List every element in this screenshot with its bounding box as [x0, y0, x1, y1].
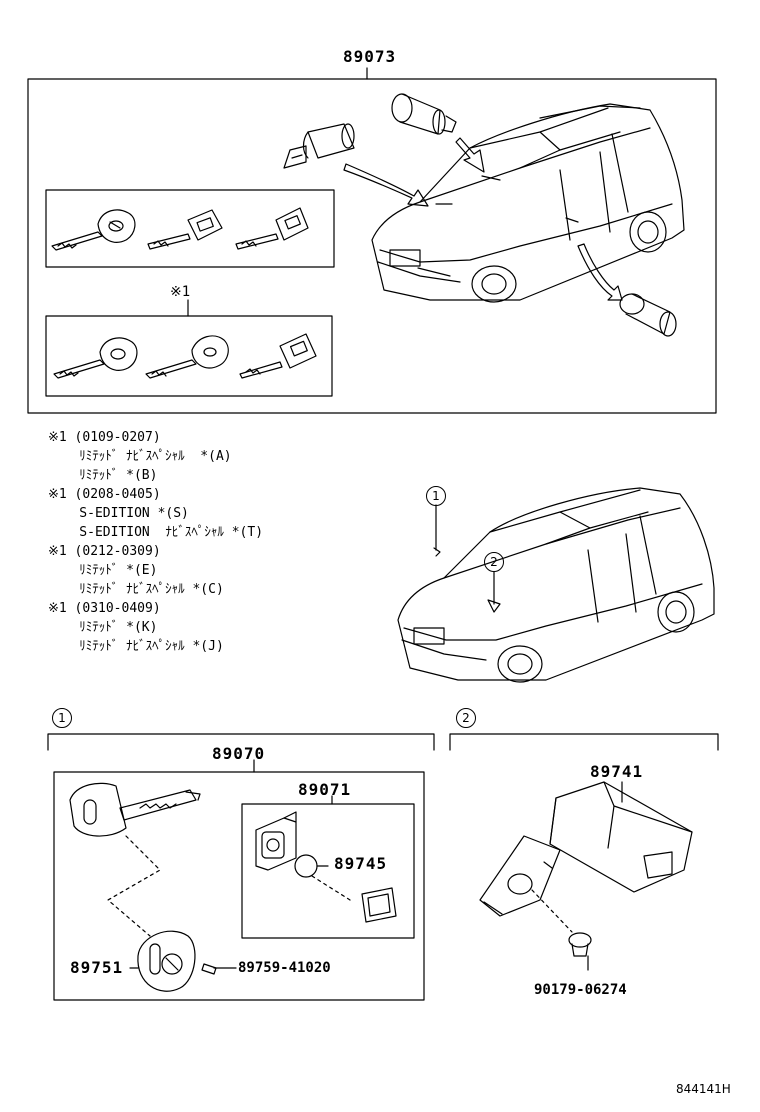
bracket-icon [479, 835, 561, 917]
callout-2[interactable]: 2 [484, 552, 504, 572]
key-head-part-number[interactable]: 89751 [70, 958, 124, 977]
ignition-cylinder-icon [283, 123, 355, 169]
door-lock-cylinder-icon [391, 93, 457, 135]
transponder-housing-icon [255, 811, 297, 871]
section2-bracket [449, 733, 719, 751]
vehicle-top-view [371, 103, 685, 303]
note-line: ※1 (0109-0207) [48, 430, 161, 445]
diagram-code: 844141H [676, 1082, 731, 1096]
note-line: ﾘﾐﾃｯﾄﾞ ﾅﾋﾞｽﾍﾟｼｬﾙ *(A) [48, 449, 232, 464]
clip-part-number[interactable]: 90179-06274 [534, 982, 627, 998]
remote-key-icon [51, 209, 136, 251]
note-line: ﾘﾐﾃｯﾄﾞ *(B) [48, 468, 158, 483]
valet-key-icon [235, 207, 309, 250]
section1-marker: 1 [52, 708, 72, 728]
note-line: ﾘﾐﾃｯﾄﾞ *(K) [48, 620, 158, 635]
transponder-cover-icon [361, 887, 397, 923]
valet-key-icon-alt [239, 333, 317, 379]
note-line: ﾘﾐﾃｯﾄﾞ ﾅﾋﾞｽﾍﾟｼｬﾙ *(C) [48, 582, 224, 597]
note-line: ﾘﾐﾃｯﾄﾞ *(E) [48, 563, 158, 578]
section1-bracket [47, 733, 435, 1001]
key-head-icon [129, 930, 196, 992]
key-blade-icon [69, 782, 201, 837]
transponder-part-number[interactable]: 89745 [334, 854, 388, 873]
remote-key-icon-alt [53, 337, 138, 379]
note-line: S-EDITION ﾅﾋﾞｽﾍﾟｼｬﾙ *(T) [48, 525, 264, 540]
section1-assembly-number[interactable]: 89070 [212, 744, 266, 763]
section1-sub-assembly-number[interactable]: 89071 [298, 780, 352, 799]
remote-key-icon-alt2 [145, 335, 229, 379]
screw-part-number[interactable]: 89759-41020 [238, 960, 331, 976]
note-line: ※1 (0212-0309) [48, 544, 161, 559]
master-key-icon [147, 209, 223, 250]
top-assembly-part-number: 89073 [343, 47, 397, 66]
vehicle-location-view [397, 487, 715, 683]
clip-icon [531, 889, 592, 971]
back-door-lock-icon [619, 293, 677, 337]
key-set-box [45, 189, 335, 268]
note-line: ※1 (0208-0405) [48, 487, 161, 502]
module-part-number[interactable]: 89741 [590, 762, 644, 781]
note-marker-label: ※1 [170, 284, 191, 300]
key-set-box-alt [45, 315, 333, 397]
note-line: ﾘﾐﾃｯﾄﾞ ﾅﾋﾞｽﾍﾟｼｬﾙ *(J) [48, 639, 224, 654]
dashed-leader [107, 835, 161, 937]
top-assembly-frame [27, 67, 717, 414]
note-line: S-EDITION *(S) [48, 506, 189, 521]
screw-icon [201, 963, 237, 975]
section2-marker: 2 [456, 708, 476, 728]
ecu-module-icon [549, 781, 693, 893]
note-line: ※1 (0310-0409) [48, 601, 161, 616]
transponder-chip-icon [294, 854, 351, 901]
callout-1[interactable]: 1 [426, 486, 446, 506]
